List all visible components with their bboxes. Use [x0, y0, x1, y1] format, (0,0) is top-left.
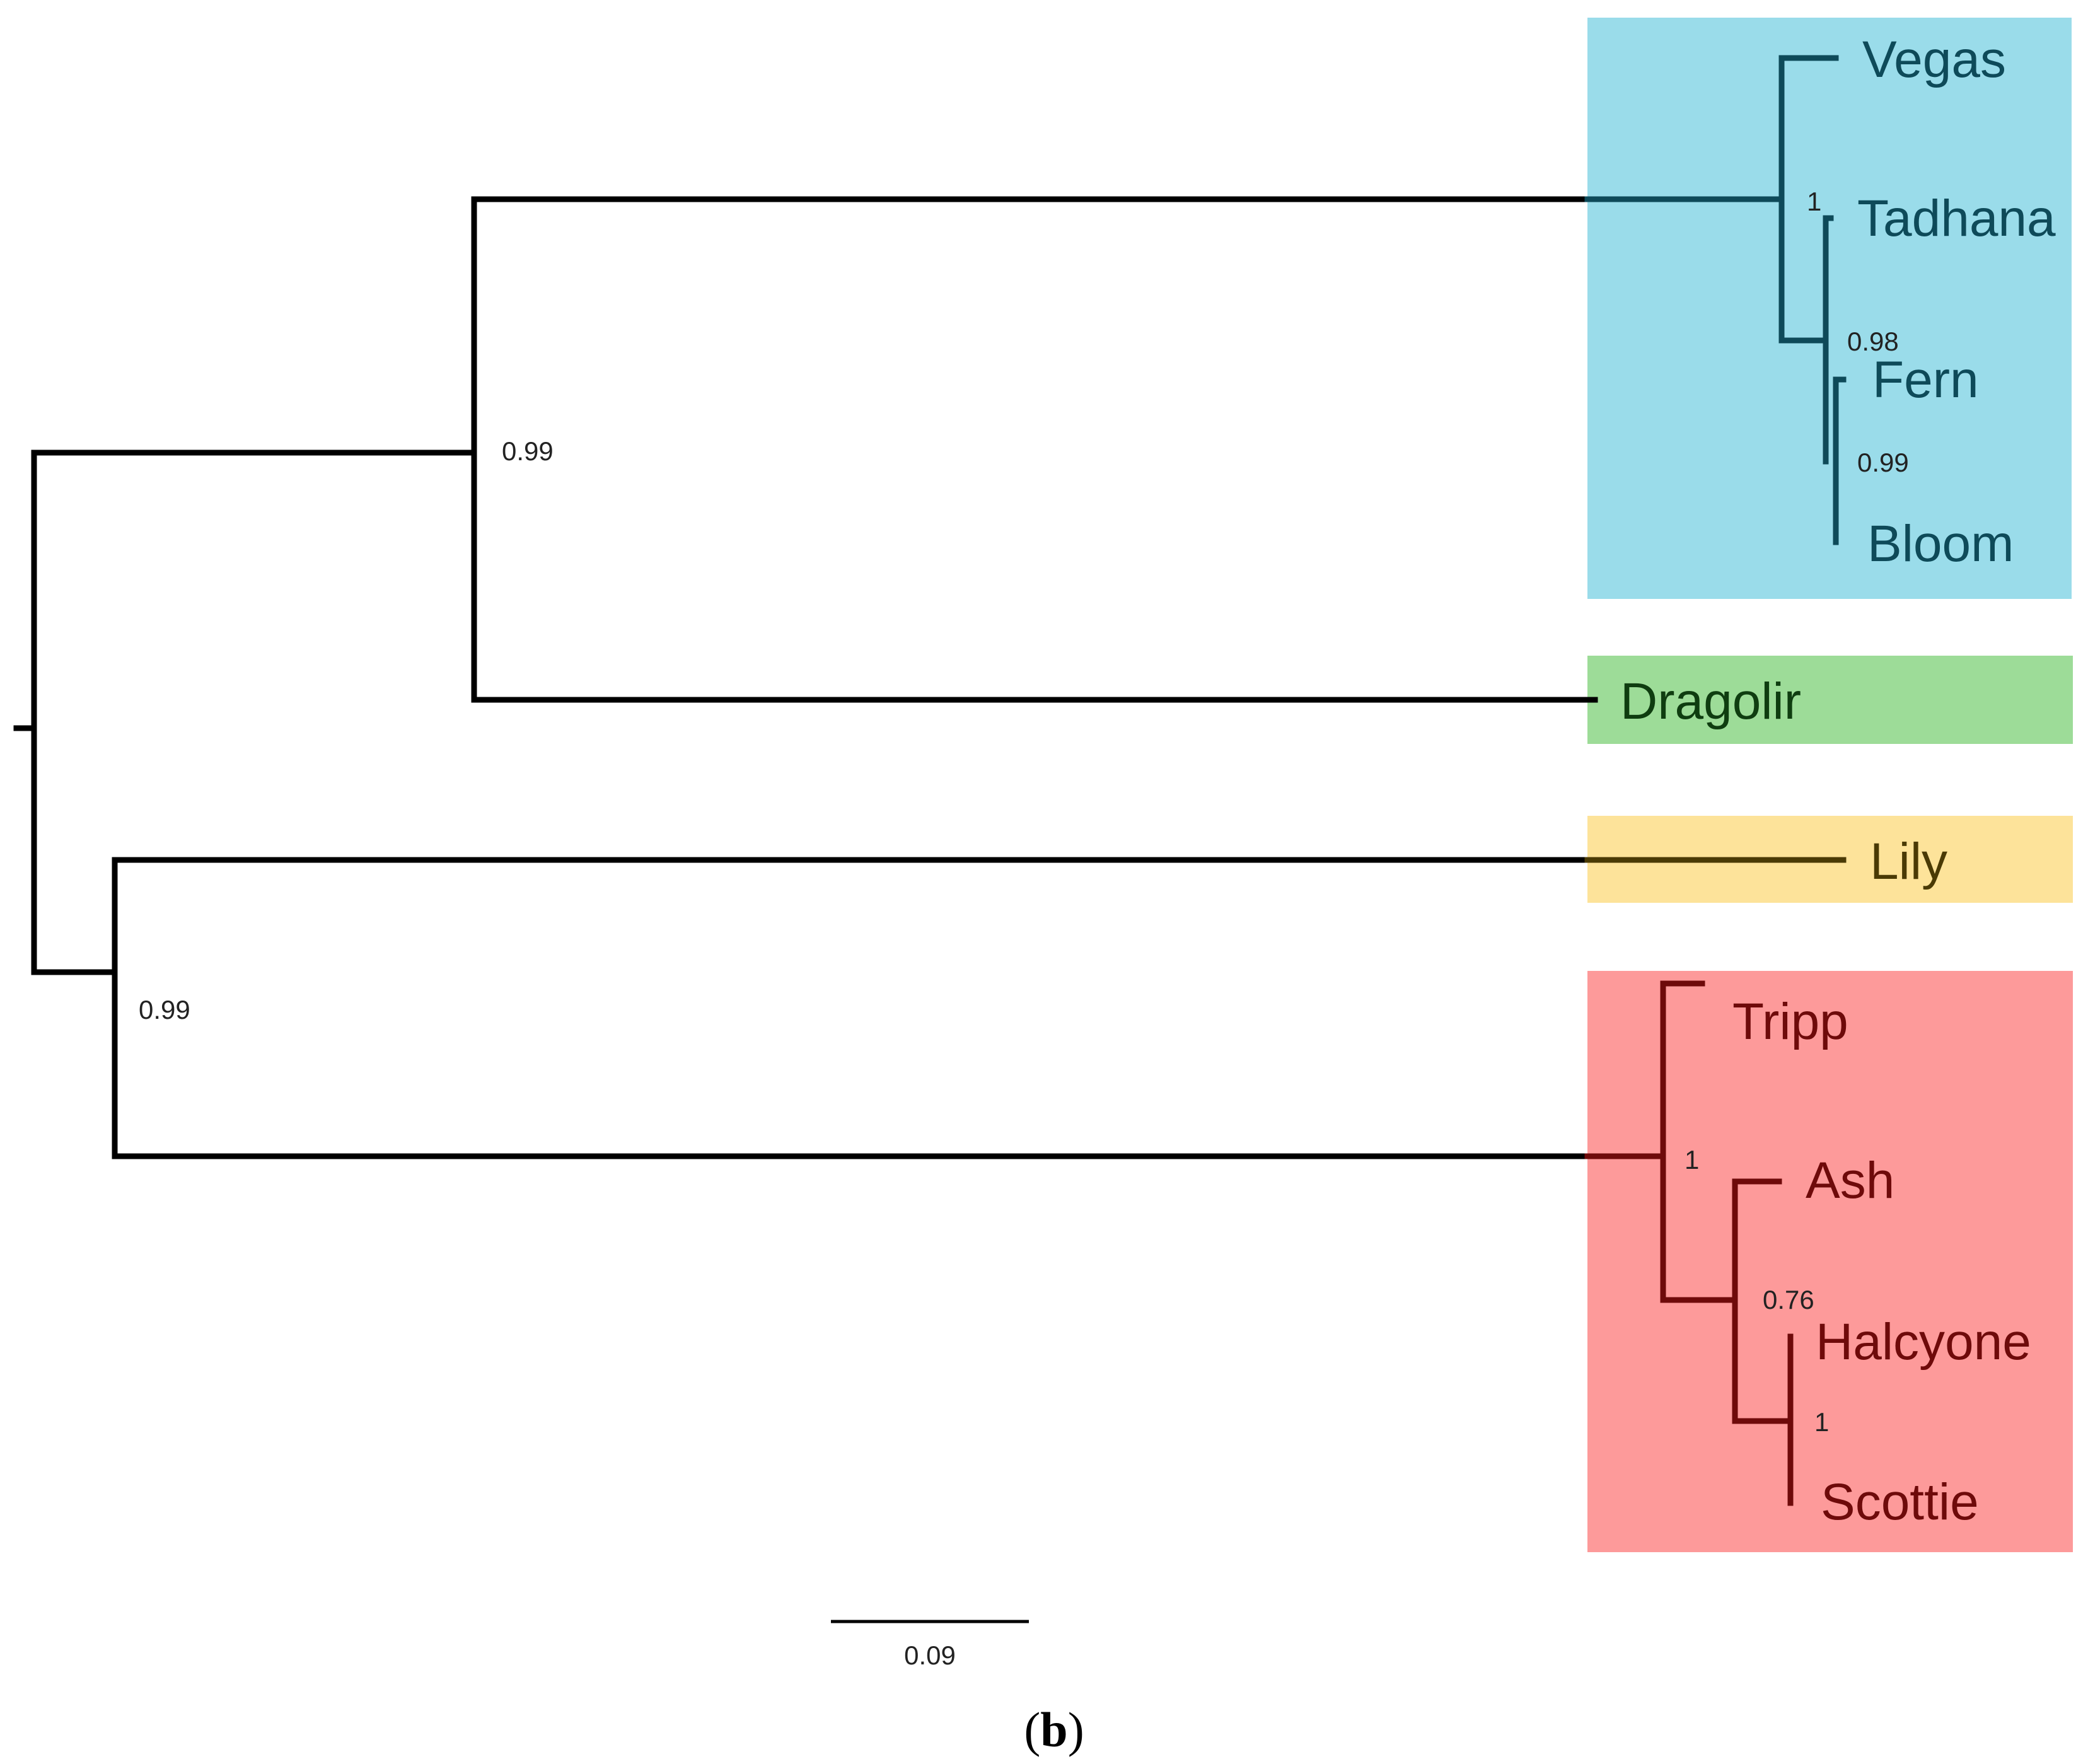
leaf-label-halcyone: Halcyone: [1816, 1313, 2031, 1371]
support-value-tadhana-fern-bloom: 0.98: [1847, 327, 1899, 356]
panel-label-letter: b: [1040, 1702, 1067, 1757]
support-value-lower-clade: 0.99: [139, 995, 190, 1024]
clade-box-blue: [1587, 18, 2072, 599]
leaf-label-tadhana: Tadhana: [1857, 190, 2056, 247]
leaf-label-lily: Lily: [1870, 833, 1947, 890]
support-value-red-root: 1: [1685, 1145, 1699, 1175]
leaf-label-tripp: Tripp: [1732, 993, 1848, 1050]
clade-box-red: [1587, 971, 2073, 1552]
tree-branches-red: [1584, 980, 1794, 1506]
support-value-ash-halcyone-scottie: 0.76: [1763, 1285, 1814, 1314]
support-value-fern-bloom: 0.99: [1857, 448, 1909, 477]
leaf-label-ash: Ash: [1806, 1152, 1894, 1209]
clade-box-green: [1587, 656, 2073, 744]
tree-branches-black: [13, 196, 1598, 1159]
tree-branches-blue: [1584, 55, 1847, 545]
support-value-halcyone-scottie: 1: [1814, 1407, 1829, 1437]
support-value-upper-clade: 0.99: [502, 436, 554, 466]
leaf-label-dragolir: Dragolir: [1620, 673, 1801, 730]
panel-label-close: ): [1068, 1702, 1084, 1757]
leaf-label-fern: Fern: [1872, 351, 1979, 409]
leaf-label-scottie: Scottie: [1821, 1473, 1979, 1531]
panel-label: (b): [1024, 1702, 1084, 1757]
leaf-label-bloom: Bloom: [1867, 515, 2014, 572]
panel-label-open: (: [1024, 1702, 1040, 1757]
support-value-blue-root: 1: [1807, 187, 1821, 216]
leaf-label-vegas: Vegas: [1862, 31, 2006, 88]
scale-bar-label: 0.09: [904, 1640, 956, 1670]
